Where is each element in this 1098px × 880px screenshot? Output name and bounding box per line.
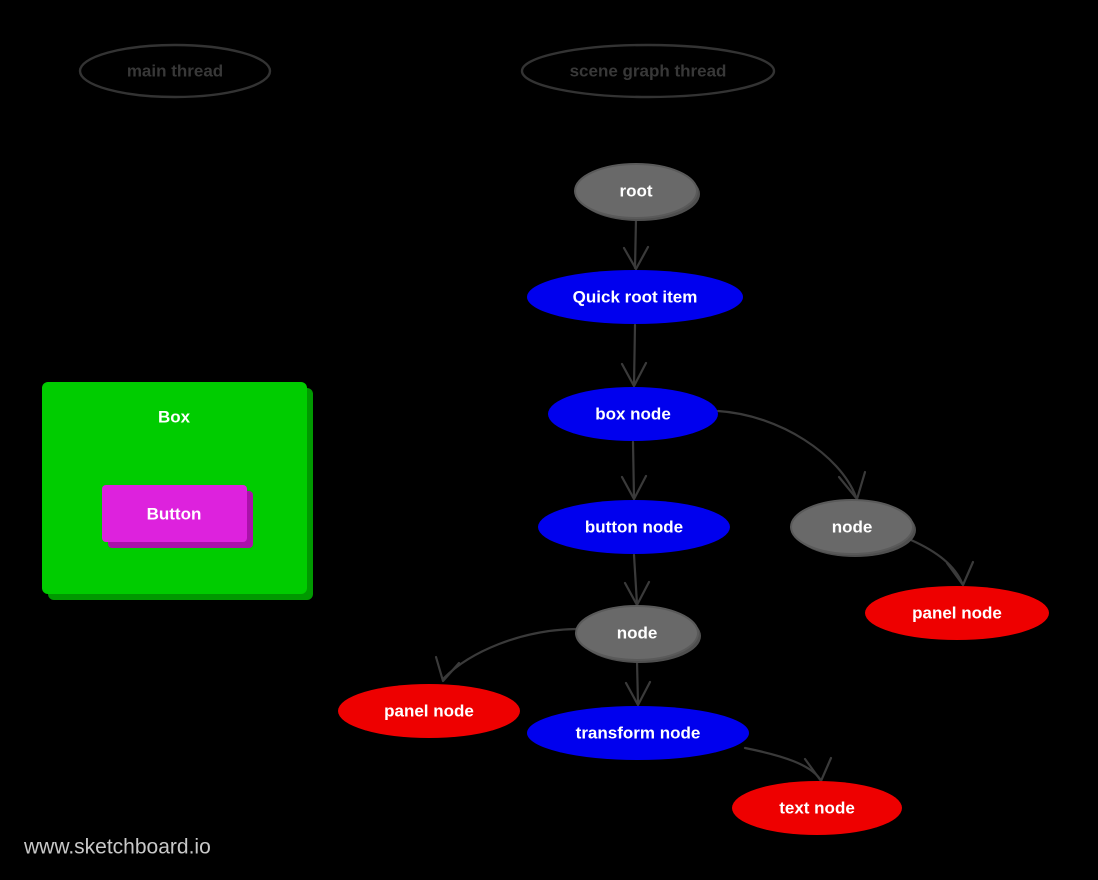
node-node-right[interactable]: node	[790, 499, 916, 557]
swimlane-scene-graph-thread[interactable]: scene graph thread	[520, 43, 776, 99]
node-surface	[338, 684, 520, 738]
node-box-node[interactable]: box node	[548, 387, 718, 441]
ui-mockup-button[interactable]: Button	[102, 485, 253, 548]
edge-node-right-to-panel-node-right	[909, 538, 975, 587]
button-label: Button	[147, 504, 202, 523]
node-surface	[527, 706, 749, 760]
node-panel-node-right[interactable]: panel node	[865, 586, 1049, 640]
graph-edges	[434, 217, 975, 783]
button-surface	[102, 485, 247, 542]
edge-node-center-to-panel-node-left	[434, 627, 578, 683]
node-quick-root-item[interactable]: Quick root item	[527, 270, 743, 324]
node-label: node	[617, 623, 658, 642]
node-label: Quick root item	[573, 287, 698, 306]
node-surface	[574, 163, 698, 219]
edge-button-node-to-node-center	[623, 553, 651, 607]
node-panel-node-left[interactable]: panel node	[338, 684, 520, 738]
node-label: transform node	[576, 723, 701, 742]
node-surface	[538, 500, 730, 554]
node-surface	[575, 605, 699, 661]
box-label: Box	[158, 407, 191, 426]
swimlane-ellipse	[520, 43, 776, 99]
node-label: box node	[595, 404, 671, 423]
node-button-node[interactable]: button node	[538, 500, 730, 554]
node-node-center[interactable]: node	[575, 605, 701, 663]
node-surface	[548, 387, 718, 441]
edge-box-node-to-node-right	[716, 409, 867, 501]
node-label: panel node	[384, 701, 474, 720]
edge-box-node-to-button-node	[620, 440, 648, 501]
node-label: panel node	[912, 603, 1002, 622]
node-label: button node	[585, 517, 683, 536]
node-label: root	[619, 181, 652, 200]
swimlane-main-thread[interactable]: main thread	[78, 43, 272, 99]
node-label: text node	[779, 798, 855, 817]
edge-node-center-to-transform-node	[624, 659, 652, 707]
edge-transform-node-to-text-node	[743, 746, 833, 783]
node-text-node[interactable]: text node	[732, 781, 902, 835]
node-transform-node[interactable]: transform node	[527, 706, 749, 760]
node-surface	[790, 499, 914, 555]
swimlane-label: scene graph thread	[570, 61, 727, 80]
watermark: www.sketchboard.io	[23, 836, 211, 859]
edge-quick-root-item-to-box-node	[620, 323, 648, 388]
node-surface	[527, 270, 743, 324]
edge-root-to-quick-root-item	[622, 217, 650, 271]
swimlane-ellipse	[78, 43, 272, 99]
node-root[interactable]: root	[574, 163, 700, 221]
node-surface	[865, 586, 1049, 640]
swimlane-label: main thread	[127, 61, 223, 80]
graph-nodes: root Quick root item box node button nod…	[338, 163, 1049, 835]
node-label: node	[832, 517, 873, 536]
node-surface	[732, 781, 902, 835]
